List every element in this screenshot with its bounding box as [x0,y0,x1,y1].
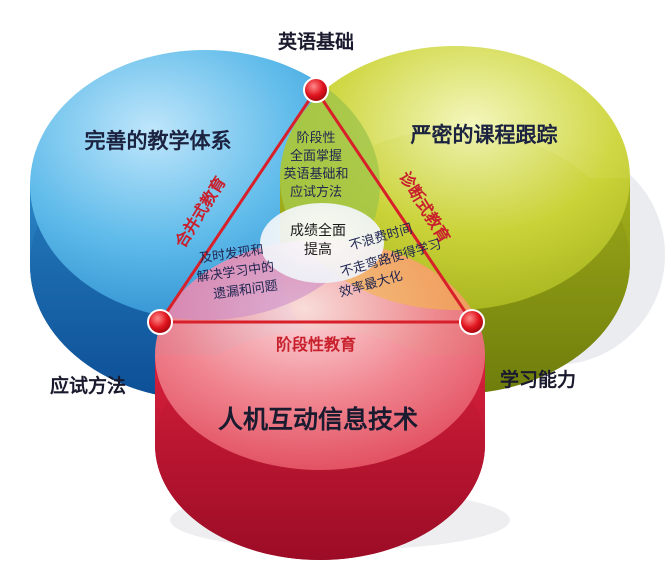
region-center: 成绩全面 提高 [290,222,346,258]
top-overlap-line: 阶段性 [296,131,335,146]
center-line: 提高 [304,241,332,258]
circle-title-bottom: 人机互动信息技术 [218,405,418,434]
center-region [260,203,384,283]
region-left-overlap: 及时发现和 解决学习中的 遗漏和问题 [196,242,279,303]
corner-label-left: 应试方法 [50,374,126,397]
top-overlap-line: 全面掌握 [290,148,342,164]
connection-triangle [157,87,475,324]
circle-title-right: 严密的课程跟踪 [411,123,558,147]
node-top [303,77,329,103]
region-top-overlap: 阶段性 全面掌握 英语基础和 应试方法 [283,131,348,200]
node-right [459,309,485,335]
node-left [147,309,173,335]
circle-title-left: 完善的教学体系 [85,129,232,153]
corner-label-top: 英语基础 [278,30,354,53]
corner-label-right: 学习能力 [500,368,576,391]
top-overlap-line: 应试方法 [290,184,342,200]
center-line: 成绩全面 [290,222,346,239]
top-overlap-line: 英语基础和 [283,167,348,182]
edge-label-bottom: 阶段性教育 [276,335,356,354]
